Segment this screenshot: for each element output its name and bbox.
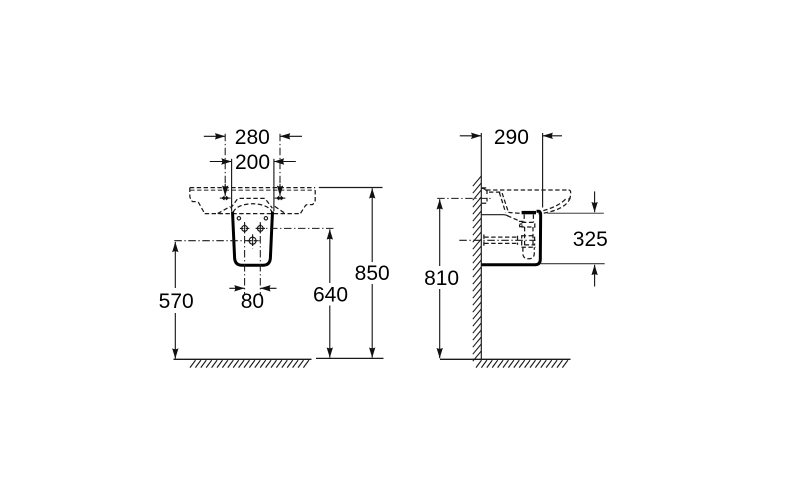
svg-text:80: 80 bbox=[241, 290, 264, 313]
svg-text:280: 280 bbox=[235, 126, 270, 149]
svg-text:200: 200 bbox=[235, 151, 270, 174]
svg-text:850: 850 bbox=[355, 262, 390, 285]
svg-text:570: 570 bbox=[159, 290, 194, 313]
svg-text:290: 290 bbox=[494, 126, 529, 149]
svg-text:810: 810 bbox=[424, 267, 459, 290]
svg-text:640: 640 bbox=[313, 284, 348, 307]
svg-text:325: 325 bbox=[573, 228, 608, 251]
